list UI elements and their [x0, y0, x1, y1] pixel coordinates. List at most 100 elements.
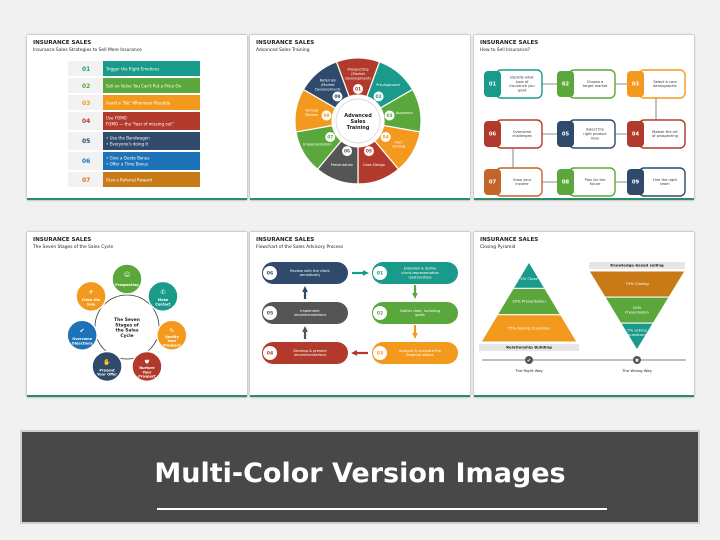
flow-arrowhead — [412, 292, 418, 299]
slide-advisory-flowchart[interactable]: INSURANCE SALES Flowchart of the Sales A… — [250, 232, 470, 397]
strategy-row: 04 Use FOMO FOMO — the "fear of missing … — [68, 112, 200, 130]
wheel-number: 09 — [334, 94, 340, 100]
wheel-segment-label: Case Design — [363, 163, 385, 167]
cross-badge — [633, 356, 641, 364]
step-number: 08 — [562, 180, 570, 186]
flow-step-number: 06 — [267, 271, 273, 277]
pyramid-band-label: 20% Presentation — [512, 299, 546, 304]
wheel-number: 07 — [327, 135, 333, 141]
strategy-row: 02 Sell on Value You Can't Put a Price O… — [68, 78, 200, 93]
cycle-stage-icon: ✎ — [169, 328, 174, 335]
wheel-number-badge — [325, 132, 336, 142]
svg-text:01: 01 — [82, 66, 90, 73]
strategy-row: 06 • Give a Quote Bonus • Offer a Time B… — [68, 152, 200, 170]
flow-arrowhead — [351, 350, 358, 356]
slide-subtitle: Insurance Sales Strategies to Sell More … — [33, 48, 142, 53]
step-number: 04 — [632, 132, 640, 138]
flow-arrowhead — [362, 270, 369, 276]
step-number-block — [557, 71, 574, 97]
flow-arrowhead — [302, 286, 308, 293]
slide-title: INSURANCE SALES — [33, 237, 92, 243]
step-number-block — [557, 121, 574, 147]
step-number-block — [627, 71, 644, 97]
svg-text:Give a Referral Reward: Give a Referral Reward — [106, 178, 152, 183]
flow-step-number: 05 — [267, 311, 273, 317]
slide-strategies-content[interactable]: INSURANCE SALES Insurance Sales Strategi… — [27, 35, 247, 200]
flow-step-badge — [263, 306, 277, 320]
svg-text:04: 04 — [82, 118, 90, 125]
step-number-block — [484, 121, 501, 147]
wheel-number-badge — [363, 146, 374, 157]
cycle-stage-icon: ✈ — [89, 289, 94, 296]
flow-step — [372, 302, 458, 324]
wheel-segment-label: Pre-Approach — [376, 83, 400, 87]
inverted-top — [589, 262, 685, 269]
step-number-block — [627, 121, 644, 147]
step-number-block — [484, 71, 501, 97]
slide-closing-pyramid[interactable]: INSURANCE SALES Closing Pyramid 5% Close… — [474, 232, 694, 397]
wheel-number-badge — [342, 146, 353, 157]
slide-advanced-training[interactable]: INSURANCE SALES Advanced Sales Training … — [250, 35, 470, 200]
flow-step-number: 01 — [377, 271, 383, 277]
cycle-stage-icon: ✆ — [160, 289, 165, 296]
wheel-number: 01 — [355, 87, 361, 93]
step-number-block — [627, 169, 644, 195]
cross-icon: ✖ — [635, 358, 639, 364]
wheel-number: 03 — [386, 113, 392, 119]
cycle-stage-label: Prospecting — [115, 283, 139, 287]
cycle-stage-circle — [111, 263, 143, 295]
svg-text:FOMO — the "fear of missing ou: FOMO — the "fear of missing out" — [106, 122, 174, 127]
inverted-band-label: 75% Closing — [625, 281, 649, 286]
svg-text:• Use the Bandwagon: • Use the Bandwagon — [106, 136, 150, 141]
wheel-number: 02 — [376, 94, 382, 100]
flow-step-number: 02 — [377, 311, 383, 317]
slide-title: INSURANCE SALES — [480, 40, 539, 46]
svg-text:05: 05 — [82, 138, 90, 145]
wheel-number-badge — [373, 91, 384, 102]
cycle-stage-icon: ♥ — [144, 359, 149, 366]
slide-sales-cycle[interactable]: INSURANCE SALES The Seven Stages of the … — [27, 232, 247, 397]
slide-subtitle: Closing Pyramid — [480, 245, 516, 250]
slide-how-to-sell[interactable]: INSURANCE SALES How to Sell Insurance? 0… — [474, 35, 694, 200]
pyramid-base-label: Relationship Building — [506, 345, 552, 350]
wheel-number: 06 — [344, 149, 350, 155]
svg-text:03: 03 — [82, 100, 90, 107]
strategy-rows: 01 Trigger the Right Emotions 02 Sell on… — [68, 61, 200, 187]
slide-subtitle: Flowchart of the Sales Advisory Process — [256, 245, 344, 250]
flow-step-badge — [263, 346, 277, 360]
banner-title: Multi-Color Version Images — [154, 458, 566, 489]
flow-step-number: 03 — [377, 351, 383, 357]
flow-step — [262, 342, 348, 364]
check-badge — [525, 356, 533, 364]
slide-subtitle: Advanced Sales Training — [256, 48, 310, 53]
step-number: 03 — [632, 82, 640, 88]
pyramid-band — [480, 314, 578, 343]
inverted-top-label: Knowledge-based selling — [610, 263, 664, 268]
flow-step — [262, 302, 348, 324]
wheel-number-badge — [353, 84, 363, 94]
svg-text:07: 07 — [82, 177, 90, 184]
slide-title: INSURANCE SALES — [256, 40, 315, 46]
strategy-row: 03 Avoid a "No" Whenever Possible — [68, 95, 200, 110]
wheel-number: 05 — [366, 149, 372, 155]
wrong-way-label: The Wrong Way — [621, 368, 653, 373]
